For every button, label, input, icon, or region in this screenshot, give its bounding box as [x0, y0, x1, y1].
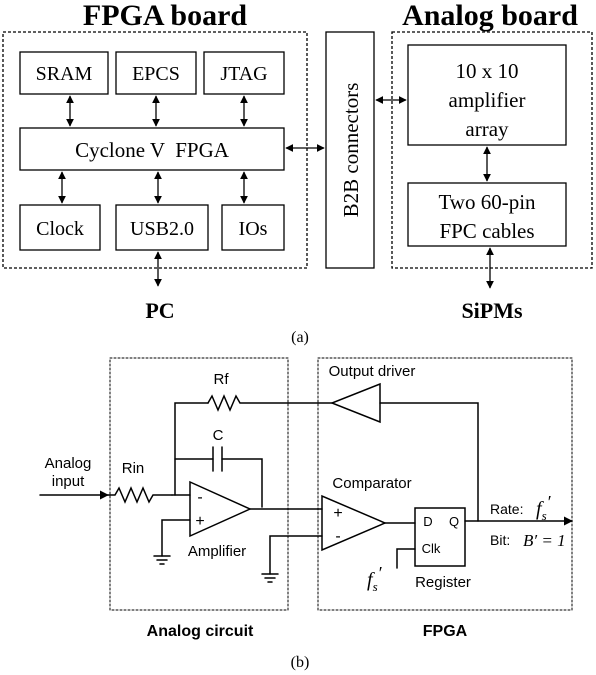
- comp-minus-ground-wire: [269, 535, 323, 575]
- amp-line3: array: [465, 117, 509, 141]
- comp-plus-sign: +: [333, 505, 342, 522]
- rin-label: Rin: [122, 460, 145, 477]
- rate-label: Rate:: [490, 501, 523, 517]
- rf-label: Rf: [214, 371, 230, 388]
- sram-label: SRAM: [36, 63, 93, 85]
- epcs-block: [115, 51, 197, 95]
- fs-clock-label: fs′: [367, 563, 383, 594]
- comparator-opamp: [321, 494, 387, 552]
- usb-block: [115, 204, 209, 251]
- rf-feedback-left-wire: [174, 402, 209, 496]
- b2b-connectors-label: B2B connectors: [339, 83, 363, 218]
- c-label: C: [213, 427, 224, 444]
- register-block: [414, 507, 466, 567]
- caption-a: (a): [291, 329, 309, 346]
- amp-minus-sign: -: [197, 489, 202, 506]
- amp-plus-sign: +: [195, 513, 204, 530]
- sipms-label: SiPMs: [461, 298, 523, 323]
- fpc-line1: Two 60-pin: [438, 190, 536, 214]
- analog-board-title: Analog board: [402, 0, 578, 32]
- amplifier-opamp: [189, 480, 252, 538]
- analog-circuit-label: Analog circuit: [147, 623, 254, 640]
- clock-block: [19, 204, 101, 251]
- bit-value: B′ = 1: [523, 531, 566, 550]
- b2b-connectors-block: [325, 31, 375, 269]
- cap-right-wire: [221, 458, 263, 508]
- cyclone-fpga-label: Cyclone V FPGA: [75, 138, 230, 162]
- register-clock-wire: [396, 548, 416, 569]
- jtag-label: JTAG: [220, 63, 267, 85]
- driver-feedback-wire: [379, 402, 479, 522]
- fpc-line2: FPC cables: [439, 219, 534, 243]
- output-driver-buffer: [329, 382, 381, 424]
- register-d-label: D: [423, 514, 432, 529]
- amp-line2: amplifier: [449, 88, 526, 112]
- panel-b: Analog input Rin Rf C - + Amplifier Outp…: [39, 357, 573, 671]
- analog-circuit-frame: [109, 357, 289, 611]
- panel-a: FPGA board Analog board SRAM EPCS JTAG C…: [2, 0, 593, 346]
- comparator-label: Comparator: [332, 475, 411, 492]
- cyclone-fpga-block: [19, 127, 285, 171]
- rate-fs-value: fs′: [536, 492, 552, 523]
- bit-label: Bit:: [490, 532, 510, 548]
- fpga-board-title: FPGA board: [83, 0, 247, 32]
- rf-resistor: [207, 394, 333, 412]
- caption-b: (b): [291, 654, 310, 671]
- rin-resistor: [107, 486, 173, 504]
- amp-plus-ground-wire: [161, 519, 191, 557]
- pc-label: PC: [145, 298, 174, 323]
- clock-label: Clock: [36, 218, 84, 240]
- analog-input-label-1: Analog: [45, 455, 92, 472]
- fpga-frame: [317, 357, 573, 611]
- usb-label: USB2.0: [130, 218, 194, 240]
- sram-block: [19, 51, 109, 95]
- comp-minus-sign: -: [335, 528, 340, 545]
- analog-input-label-2: input: [52, 473, 85, 490]
- ios-label: IOs: [239, 218, 268, 240]
- amp-line1: 10 x 10: [456, 59, 519, 83]
- amplifier-label: Amplifier: [188, 543, 246, 560]
- register-label: Register: [415, 574, 471, 591]
- fpga-label: FPGA: [423, 623, 468, 640]
- register-q-label: Q: [449, 514, 459, 529]
- epcs-label: EPCS: [132, 63, 180, 85]
- fpc-cables-block: [407, 182, 567, 247]
- output-driver-label: Output driver: [329, 363, 416, 380]
- ios-block: [221, 204, 285, 251]
- jtag-block: [203, 51, 285, 95]
- amplifier-array-block: [407, 44, 567, 146]
- register-clk-label: Clk: [422, 541, 441, 556]
